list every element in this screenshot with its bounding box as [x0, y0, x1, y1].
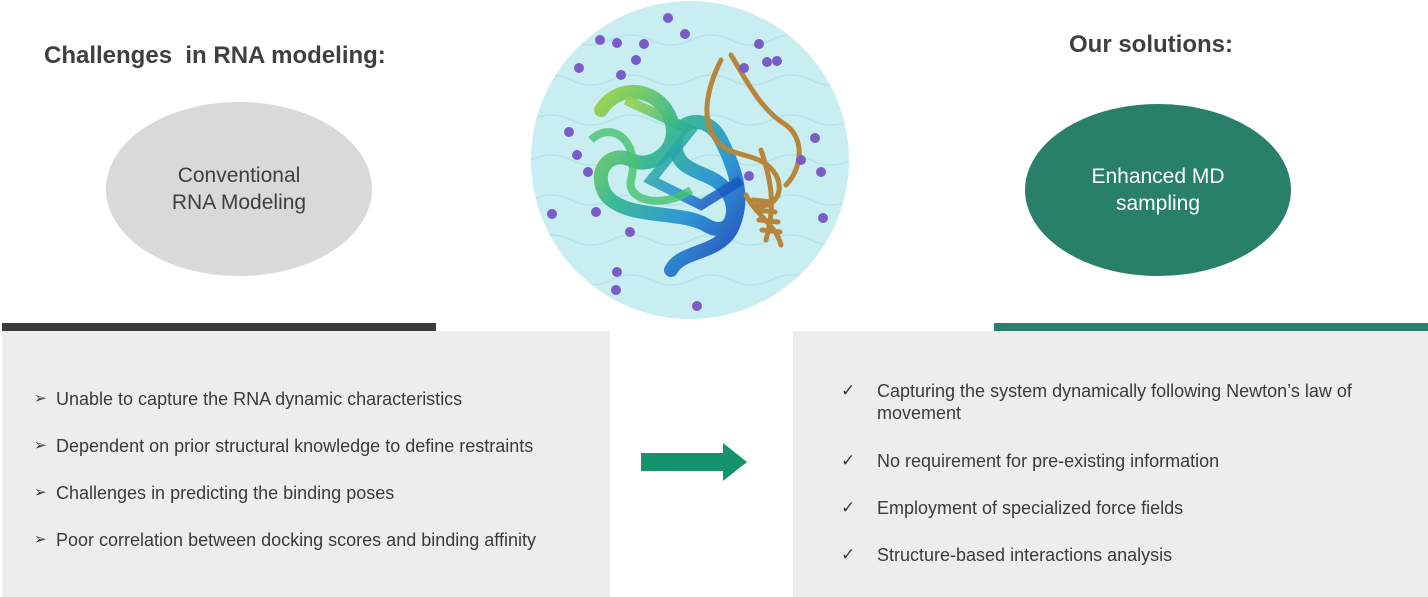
solutions-panel: ✓ Capturing the system dynamically follo…: [793, 331, 1428, 597]
conventional-rna-modeling-ellipse: Conventional RNA Modeling: [106, 102, 372, 276]
solution-item-text: No requirement for pre-existing informat…: [877, 451, 1220, 471]
challenge-item-text: Challenges in predicting the binding pos…: [56, 483, 395, 503]
solution-item-text: Employment of specialized force fields: [877, 498, 1184, 518]
arrow-bullet-icon: ➢: [34, 484, 47, 501]
enhanced-md-sampling-ellipse: Enhanced MD sampling: [1025, 104, 1291, 276]
arrow-bullet-icon: ➢: [34, 390, 47, 407]
conventional-label-line2: RNA Modeling: [171, 191, 307, 214]
right-arrow-icon: [641, 443, 747, 481]
rna-strand: [704, 52, 802, 248]
challenges-heading: Challenges in RNA modeling:: [44, 42, 386, 69]
challenge-item-text: Unable to capture the RNA dynamic charac…: [56, 389, 463, 409]
enhanced-label-line2: sampling: [1115, 192, 1201, 215]
solutions-heading: Our solutions:: [1069, 31, 1233, 58]
challenge-item-text: Poor correlation between docking scores …: [56, 530, 536, 550]
ions: [547, 13, 828, 311]
checkmark-icon: ✓: [841, 381, 856, 400]
arrow-bullet-icon: ➢: [34, 437, 47, 454]
checkmark-icon: ✓: [841, 545, 856, 564]
solution-item-text: Structure-based interactions analysis: [877, 545, 1173, 565]
rna-protein-complex-illustration: [531, 1, 849, 319]
arrow-bullet-icon: ➢: [34, 531, 47, 548]
enhanced-label-line1: Enhanced MD: [1091, 165, 1225, 188]
checkmark-icon: ✓: [841, 498, 856, 517]
challenge-item-text: Dependent on prior structural knowledge …: [56, 436, 534, 456]
right-divider-bar: [994, 323, 1428, 331]
conventional-label-line1: Conventional: [177, 164, 301, 187]
checkmark-icon: ✓: [841, 451, 856, 470]
left-divider-bar: [2, 323, 436, 331]
solution-item-text: Capturing the system dynamically followi…: [877, 381, 1352, 423]
challenges-panel: ➢ Unable to capture the RNA dynamic char…: [2, 331, 610, 597]
protein-ribbon: [588, 85, 746, 277]
